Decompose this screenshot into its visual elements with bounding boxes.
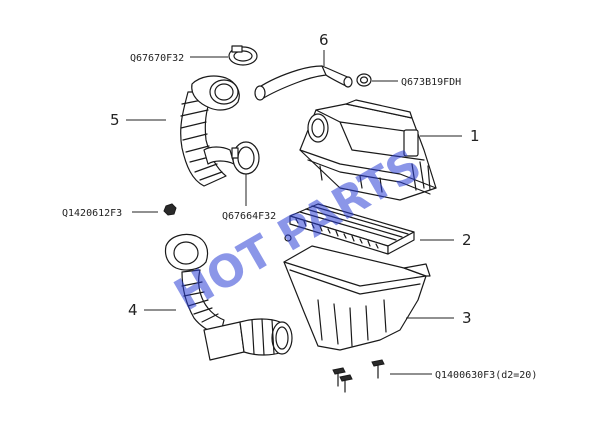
callout-4: 4 bbox=[128, 301, 138, 319]
hose-clamp-top bbox=[228, 45, 258, 66]
callout-1: 1 bbox=[470, 127, 480, 145]
callout-2: 2 bbox=[462, 231, 472, 249]
hose-clip bbox=[356, 73, 372, 87]
part-2-filter-element bbox=[289, 203, 415, 255]
part-4-intake-duct bbox=[164, 233, 293, 361]
part-5-intake-hose bbox=[180, 75, 240, 187]
hose-clamp-lower bbox=[231, 141, 260, 175]
code-bolts: Q1400630F3(d2=20) bbox=[435, 370, 537, 381]
code-clamp-lower: Q67664F32 bbox=[222, 211, 276, 222]
small-nut bbox=[163, 203, 177, 216]
part-3-lower-housing bbox=[283, 234, 431, 351]
callout-3: 3 bbox=[462, 309, 472, 327]
code-clip-hose: Q673B19FDH bbox=[401, 77, 461, 88]
part-6-hose bbox=[254, 65, 353, 101]
callout-6: 6 bbox=[319, 31, 329, 49]
mounting-bolts bbox=[332, 359, 385, 393]
callout-5: 5 bbox=[110, 111, 120, 129]
code-small-nut: Q1420612F3 bbox=[62, 208, 122, 219]
part-1-upper-housing bbox=[299, 99, 437, 201]
code-clamp-top: Q67670F32 bbox=[130, 53, 184, 64]
leader-lines bbox=[126, 50, 462, 375]
